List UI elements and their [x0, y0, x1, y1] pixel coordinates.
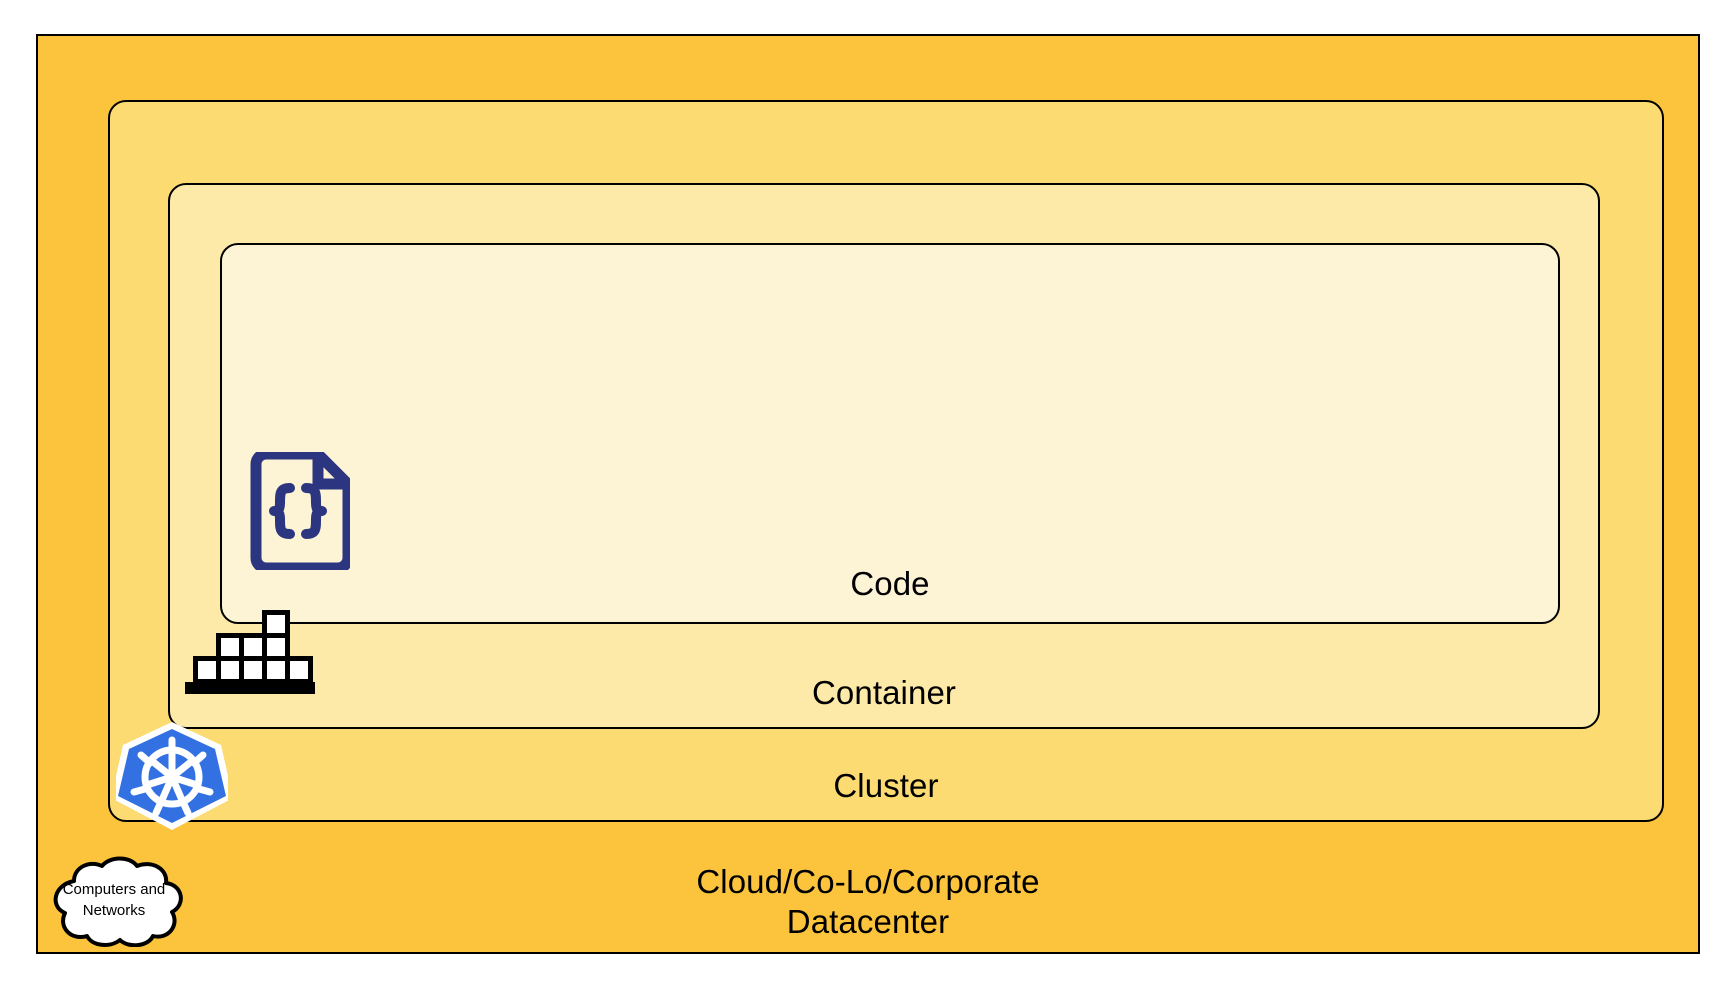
layer-cluster[interactable]: Code Container Cluster [108, 100, 1664, 822]
layer-label-code: Code [850, 565, 930, 602]
computers-and-networks-cloud[interactable]: Computers and Networks [40, 855, 188, 948]
layer-container[interactable]: Code Container [168, 183, 1600, 729]
layer-code[interactable]: Code [220, 243, 1560, 624]
layer-datacenter[interactable]: Code Container Cluster Cloud/Co-Lo/Corpo… [36, 34, 1700, 954]
code-document-icon [246, 448, 354, 574]
container-blocks-icon [185, 608, 315, 694]
kubernetes-icon [111, 720, 233, 832]
layer-label-cluster: Cluster [833, 767, 939, 804]
layer-label-container: Container [812, 674, 956, 711]
layer-label-datacenter: Cloud/Co-Lo/Corporate Datacenter [696, 863, 1040, 940]
